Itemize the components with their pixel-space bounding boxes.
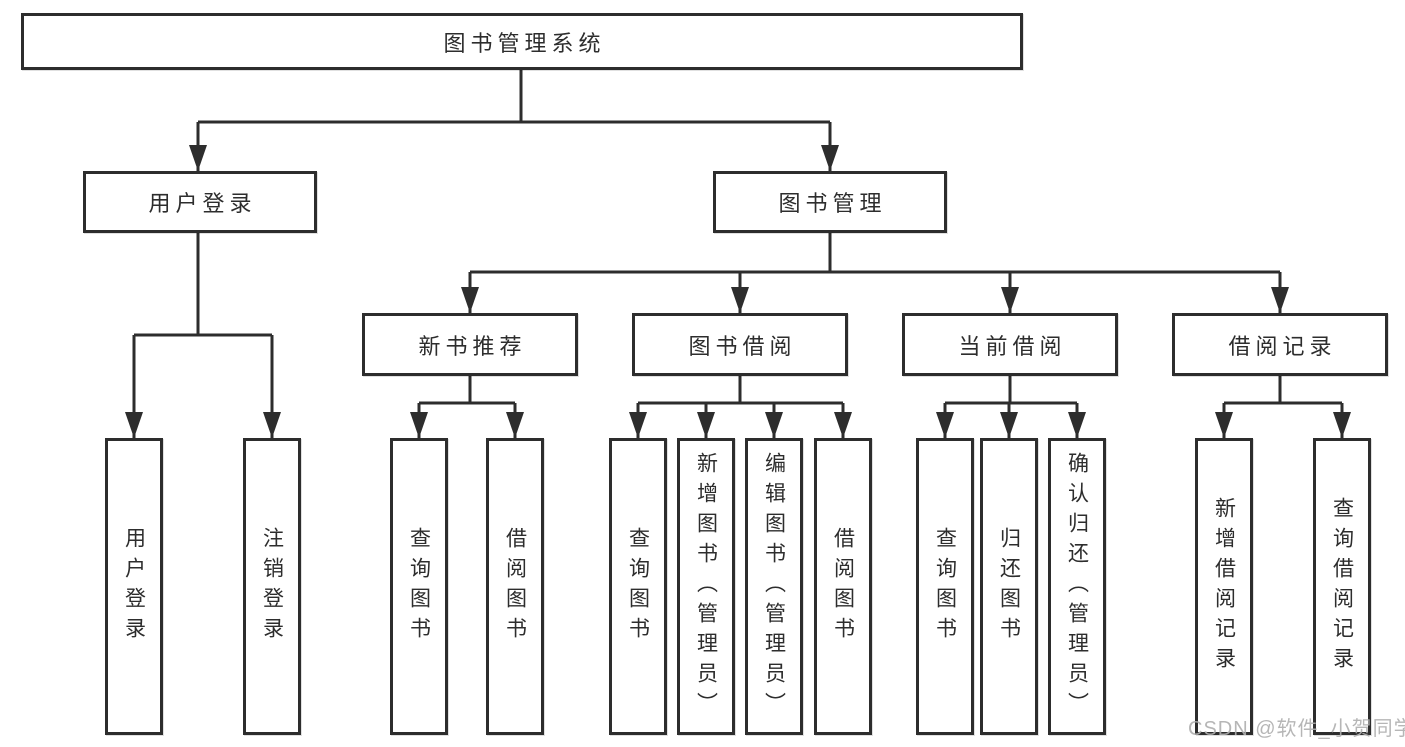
node-label: 查询图书 [933,526,957,647]
watermark-text: CSDN @软件_小贺同学 [1188,718,1405,740]
node-current-borrow: 当前借阅 [902,313,1118,376]
node-label: 借阅图书 [831,526,855,647]
leaf-user-login: 用户登录 [105,438,163,735]
connector-user-login [132,232,274,438]
leaf-bb-borrow-books: 借阅图书 [814,438,872,735]
leaf-bb-add-books-admin: 新增图书（管理员） [677,438,735,735]
leaf-bb-edit-books-admin: 编辑图书（管理员） [745,438,803,735]
leaf-cb-query-books: 查询图书 [916,438,974,735]
node-label: 查询借阅记录 [1330,496,1354,677]
node-label: 图书管理 [778,191,887,216]
node-label: 图书借阅 [688,333,797,359]
leaf-br-query-record: 查询借阅记录 [1313,438,1371,735]
leaf-nbr-query-books: 查询图书 [390,438,448,735]
node-label: 归还图书 [997,526,1021,647]
node-label: 图书管理系统 [443,30,606,56]
connector-book-management [468,232,1282,313]
node-label: 编辑图书（管理员） [762,451,786,722]
node-library-management-system: 图书管理系统 [21,13,1023,70]
node-user-login: 用户登录 [83,171,317,233]
leaf-bb-query-books: 查询图书 [609,438,667,735]
leaf-br-add-record: 新增借阅记录 [1195,438,1253,735]
node-label: 新书推荐 [418,333,527,359]
leaf-logout: 注销登录 [243,438,301,735]
node-label: 新增借阅记录 [1212,496,1236,677]
node-label: 确认归还（管理员） [1065,451,1089,722]
node-label: 查询图书 [407,526,431,647]
leaf-cb-confirm-return-admin: 确认归还（管理员） [1048,438,1106,735]
leaf-cb-return-books: 归还图书 [980,438,1038,735]
node-label: 借阅记录 [1228,333,1337,359]
node-label: 查询图书 [626,526,650,647]
leaf-nbr-borrow-books: 借阅图书 [486,438,544,735]
connector-book-borrow [636,376,845,438]
connector-root [196,69,832,171]
node-label: 新增图书（管理员） [694,451,718,722]
node-label: 注销登录 [260,526,284,647]
arrowheads [125,145,1351,438]
connector-borrow-records [1222,376,1344,438]
node-borrow-records: 借阅记录 [1172,313,1388,376]
node-book-borrow: 图书借阅 [632,313,848,376]
node-new-book-recommend: 新书推荐 [362,313,578,376]
node-label: 当前借阅 [958,333,1067,359]
node-label: 借阅图书 [503,526,527,647]
node-label: 用户登录 [122,526,146,647]
node-label: 用户登录 [148,191,257,216]
connector-new-book-recommend [417,376,517,438]
node-book-management: 图书管理 [713,171,947,233]
